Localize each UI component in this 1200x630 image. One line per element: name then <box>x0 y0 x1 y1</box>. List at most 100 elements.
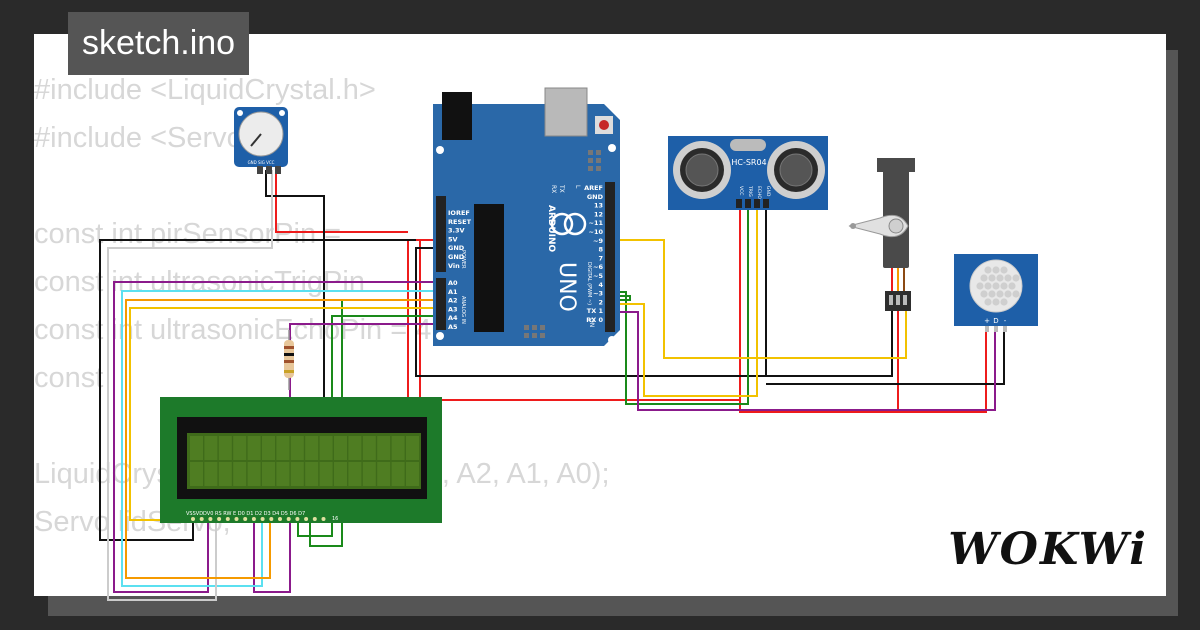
lcd-char-cell <box>348 462 362 486</box>
lcd-pin[interactable] <box>199 517 204 521</box>
pin-label: ~10 <box>589 228 604 236</box>
wire-cyan-lcd <box>121 290 443 587</box>
pir-lens-cell <box>980 274 988 282</box>
pin-label: 13 <box>594 202 603 210</box>
pin-label: GND <box>448 244 465 252</box>
lcd-pin[interactable] <box>251 517 256 521</box>
pin-label: 7 <box>598 254 603 262</box>
lcd-pin[interactable] <box>208 517 213 521</box>
ultrasonic-pin[interactable] <box>745 199 751 208</box>
lcd-pin[interactable] <box>234 517 239 521</box>
lcd-pin[interactable] <box>191 517 195 521</box>
pin-label: ~9 <box>593 237 603 245</box>
pin-label: ~3 <box>593 290 603 298</box>
pin-label: 12 <box>594 210 603 218</box>
usb-port <box>544 87 588 137</box>
pin-label: RX 0 <box>586 316 603 324</box>
lcd-pin[interactable] <box>286 517 291 521</box>
lcd-display[interactable]: VSSVDDV0 RS RW E D0 D1 D2 D3 D4 D5 D6 D7… <box>160 397 442 523</box>
arduino-model: UNO <box>554 262 579 312</box>
pir-pin-label: + <box>984 317 990 325</box>
lcd-char-cell <box>377 462 391 486</box>
pir-lens-cell <box>980 290 988 298</box>
power-jack <box>442 92 472 140</box>
lcd-char-cell <box>218 462 232 486</box>
lcd-pin[interactable] <box>260 517 265 521</box>
analog-header <box>436 278 446 330</box>
wokwi-logo: WOKWi <box>948 524 1148 575</box>
pir-pin[interactable] <box>1003 326 1007 332</box>
lcd-pin[interactable] <box>269 517 274 521</box>
wire-pir-signal <box>609 311 996 411</box>
wire-5v-pot <box>275 170 408 233</box>
ultrasonic-pin[interactable] <box>763 199 769 208</box>
pir-lens-cell <box>984 298 992 306</box>
lcd-pin[interactable] <box>217 517 222 521</box>
pin-label: A2 <box>448 297 458 305</box>
reset-button[interactable] <box>599 120 609 130</box>
rx-label: RX <box>550 185 557 193</box>
pin-label: A1 <box>448 288 458 296</box>
ultrasonic-pin-label: TRIG <box>747 185 753 197</box>
pin-label: ~5 <box>593 272 603 280</box>
power-section-label: POWER <box>460 250 466 269</box>
pir-lens-cell <box>1012 274 1020 282</box>
lcd-pin[interactable] <box>243 517 248 521</box>
lcd-pin[interactable] <box>304 517 309 521</box>
pin-label: ~6 <box>593 263 603 271</box>
pin-label: ~11 <box>589 219 604 227</box>
ultrasonic-pin[interactable] <box>754 199 760 208</box>
lcd-pin[interactable] <box>312 517 317 521</box>
tx-label: TX <box>558 184 565 193</box>
wire-servo-signal <box>609 239 907 359</box>
analog-section-label: ANALOG IN <box>460 296 466 324</box>
pir-pin[interactable] <box>994 326 998 332</box>
pir-lens-cell <box>984 266 992 274</box>
pir-pin-label: D <box>993 317 998 325</box>
pir-pin[interactable] <box>985 326 989 332</box>
pir-lens-cell <box>1000 298 1008 306</box>
pir-pin-label: - <box>1004 317 1007 325</box>
wire-green-lcd2 <box>297 315 443 537</box>
pir-lens-cell <box>996 274 1004 282</box>
lcd-pin[interactable] <box>295 517 300 521</box>
arduino-logo-right <box>563 212 587 236</box>
lcd-char-cell <box>391 436 405 460</box>
pir-sensor[interactable]: +D- <box>954 254 1038 332</box>
ultrasonic-pin[interactable] <box>736 199 742 208</box>
pin-label: 2 <box>598 298 603 306</box>
lcd-char-cell <box>204 436 218 460</box>
servo-motor[interactable] <box>848 158 915 311</box>
pin-label: 4 <box>598 281 603 289</box>
pin-label: 8 <box>598 246 603 254</box>
wire-gnd-pot <box>265 170 325 515</box>
wire-gnd-lcd <box>99 239 416 541</box>
pir-lens-cell <box>1008 282 1016 290</box>
lcd-char-cell <box>305 436 319 460</box>
wire-5v-pir <box>898 318 987 413</box>
lcd-pin[interactable] <box>278 517 282 521</box>
pin-label: RESET <box>448 218 472 226</box>
wire-purple-lcd2 <box>253 323 443 593</box>
lcd-char-cell <box>319 462 333 486</box>
pin-label: GND <box>587 193 604 201</box>
resistor[interactable] <box>284 330 294 390</box>
pir-lens-cell <box>1000 282 1008 290</box>
potentiometer[interactable]: GND SIG VCC <box>234 107 288 174</box>
lcd-char-cell <box>391 462 405 486</box>
arduino-uno[interactable]: ARDUINO UNO ON TX RX L POWER ANALOG IN D… <box>433 87 620 346</box>
lcd-pin[interactable] <box>225 517 230 521</box>
pin-label: TX 1 <box>587 307 604 315</box>
pin-label: AREF <box>584 184 603 192</box>
file-tab[interactable]: sketch.ino <box>68 12 250 75</box>
wires <box>99 170 1005 601</box>
pir-lens-cell <box>1004 290 1012 298</box>
code-line: const int pirSensorPin = <box>34 218 350 250</box>
wire-gnd <box>415 205 767 377</box>
wire-purple-lcd <box>113 281 443 593</box>
pot-pin-labels: GND SIG VCC <box>248 160 275 165</box>
lcd-char-cell <box>319 436 333 460</box>
lcd-pin[interactable] <box>321 517 326 521</box>
